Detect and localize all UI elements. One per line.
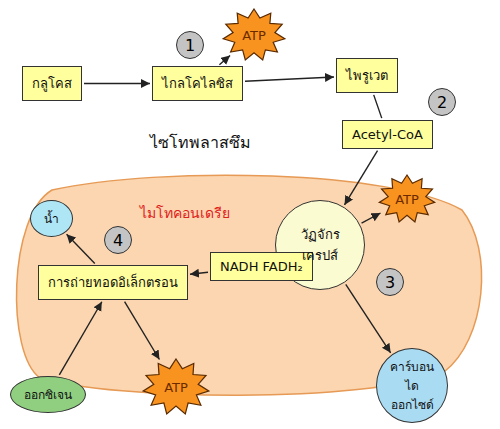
- carrier-box: NADH FADH₂: [210, 252, 313, 281]
- node-text: ATP: [395, 192, 419, 207]
- atp-burst: ATP: [222, 8, 286, 62]
- node-text: น้ำ: [44, 209, 59, 228]
- node-text: การถ่ายทอดอิเล็กตรอน: [48, 272, 178, 293]
- node-text: NADH FADH₂: [220, 259, 303, 274]
- callout-number: 2: [428, 88, 456, 116]
- connector-arrow: [245, 77, 334, 81]
- product-blob: คาร์บอน ไดออกไซด์: [376, 348, 448, 423]
- node-text: กลูโคส: [32, 73, 72, 94]
- node-text: ไพรูเวต: [346, 65, 388, 86]
- node-text: คาร์บอน ไดออกไซด์: [390, 357, 434, 414]
- atp-burst: ATP: [142, 358, 210, 416]
- process-box: การถ่ายทอดอิเล็กตรอน: [38, 265, 188, 300]
- product-box: ไพรูเวต: [336, 58, 398, 93]
- callout-number: 3: [376, 268, 404, 296]
- burst-outline: [143, 359, 208, 414]
- atp-burst: ATP: [378, 174, 436, 224]
- node-text: ไกลโคไลซิส: [162, 73, 233, 94]
- node-text: ATP: [164, 380, 188, 395]
- product-blob: น้ำ: [30, 200, 73, 237]
- node-text: Acetyl-CoA: [352, 127, 423, 142]
- connector-arrow: [84, 83, 150, 84]
- callout-number: 4: [104, 226, 132, 254]
- node-text: ATP: [242, 28, 266, 43]
- burst-outline: [379, 175, 434, 222]
- burst-outline: [223, 9, 284, 60]
- node-text: ไมโทคอนเดรีย: [140, 202, 230, 224]
- callout-number: 1: [176, 31, 204, 59]
- product-box: Acetyl-CoA: [342, 120, 433, 149]
- connector-arrow: [219, 56, 230, 65]
- region-label: ไซโทพลาสซึม: [150, 130, 251, 155]
- node-text: ออกซิเจน: [24, 385, 72, 404]
- connector-arrow: [374, 95, 382, 118]
- input-blob: ออกซิเจน: [10, 376, 86, 413]
- substrate-box: กลูโคส: [22, 66, 82, 101]
- process-box: ไกลโคไลซิส: [152, 66, 243, 101]
